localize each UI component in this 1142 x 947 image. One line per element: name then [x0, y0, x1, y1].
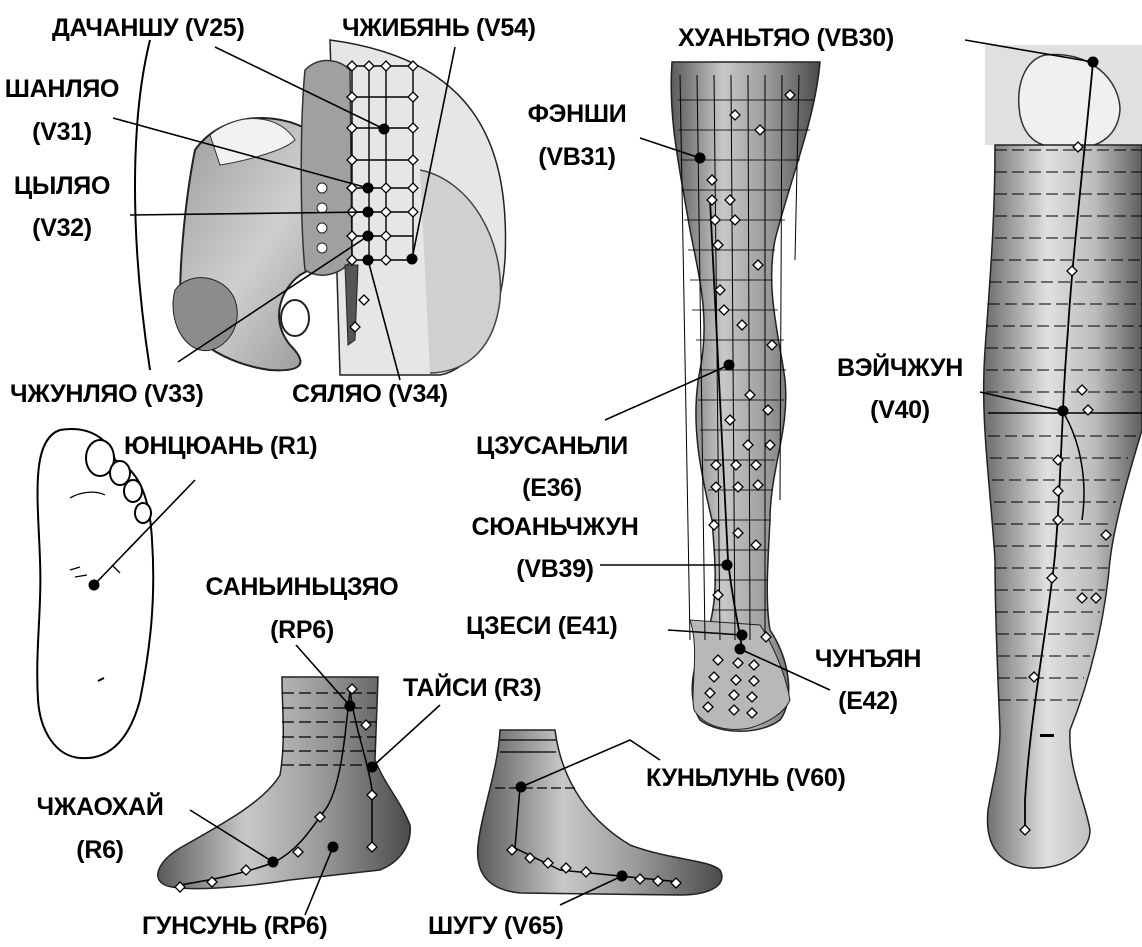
label-taysi: ТАЙСИ (R3) [403, 674, 541, 703]
label-syuanchzhun-code: (VB39) [516, 555, 593, 584]
label-chzhunlyao: ЧЖУНЛЯО (V33) [10, 380, 204, 409]
foot-sole-figure [37, 429, 195, 758]
label-chzhaokhay-code: (R6) [76, 836, 123, 865]
label-sanyintszyao-name: САНЬИНЬЦЗЯО [206, 573, 399, 602]
label-syuanchzhun-name: СЮАНЬЧЖУН [471, 513, 638, 542]
label-tszusanli-code: (E36) [522, 474, 582, 503]
label-chunyan-name: ЧУНЪЯН [815, 645, 921, 674]
label-fenshi-code: (VB31) [538, 143, 615, 172]
label-sanyintszyao-code: (RP6) [270, 616, 334, 645]
label-chunyan-code: (E42) [838, 687, 898, 716]
label-syalyao: СЯЛЯО (V34) [292, 380, 448, 409]
label-fenshi-name: ФЭНШИ [528, 100, 627, 129]
label-khuantyao: ХУАНЬТЯО (VB30) [678, 24, 894, 53]
label-dachanshu: ДАЧАНШУ (V25) [52, 14, 245, 43]
label-tsylyao-name: ЦЫЛЯО [14, 172, 110, 201]
label-tsylyao-code: (V32) [32, 214, 92, 243]
medial-foot-figure [158, 645, 440, 915]
label-kunlun: КУНЬЛУНЬ (V60) [646, 764, 846, 793]
label-veychzhun-code: (V40) [870, 396, 930, 425]
label-shanlyao-code: (V31) [32, 118, 92, 147]
label-tszusanli-name: ЦЗУСАНЬЛИ [476, 432, 628, 461]
label-chzhibyan: ЧЖИБЯНЬ (V54) [342, 14, 536, 43]
front-leg-figure [600, 62, 830, 731]
label-shugu: ШУГУ (V65) [428, 912, 563, 941]
back-leg-figure [965, 40, 1142, 868]
label-veychzhun-name: ВЭЙЧЖУН [837, 354, 963, 383]
label-yuntsyuan: ЮНЦЮАНЬ (R1) [124, 432, 317, 461]
pelvis-figure [113, 40, 506, 380]
lateral-foot-figure [478, 730, 722, 905]
label-shanlyao-name: ШАНЛЯО [5, 75, 119, 104]
label-chzhaokhay-name: ЧЖАОХАЙ [37, 793, 164, 822]
label-gunsun: ГУНСУНЬ (RP6) [142, 912, 327, 941]
label-tszesi: ЦЗЕСИ (E41) [466, 612, 617, 641]
